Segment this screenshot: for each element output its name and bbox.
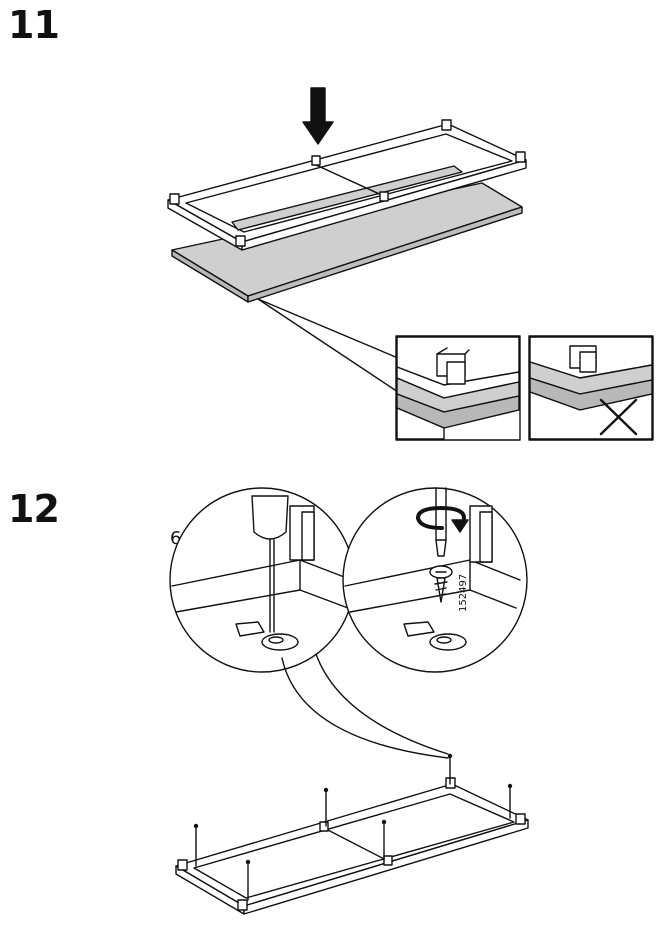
screw-icon (429, 565, 453, 603)
down-arrow-icon (302, 87, 334, 145)
base-frame-with-screws (175, 753, 529, 915)
base-frame (167, 119, 527, 251)
rotate-clockwise-icon (416, 506, 469, 533)
part-code-label: 152497 (458, 574, 469, 612)
step-number-12: 12 (8, 487, 60, 531)
step-12-illustration: 6x (169, 487, 529, 915)
screwdriver-icon (251, 495, 289, 633)
detail-circle-left (169, 487, 355, 673)
corner-block-icon (569, 345, 597, 373)
screw-icon (193, 753, 513, 901)
screwdriver-icon (435, 487, 447, 557)
bracket-icon (403, 621, 467, 651)
step-11-illustration (167, 87, 654, 441)
detail-wrong (528, 335, 654, 441)
corner-block-icon (436, 347, 470, 385)
bracket-icon (235, 621, 299, 651)
cross-mark-icon (599, 398, 638, 436)
step-number-11: 11 (8, 3, 60, 47)
grey-board (171, 182, 523, 303)
detail-circle-right: 152497 (342, 487, 528, 673)
detail-correct (395, 335, 521, 441)
